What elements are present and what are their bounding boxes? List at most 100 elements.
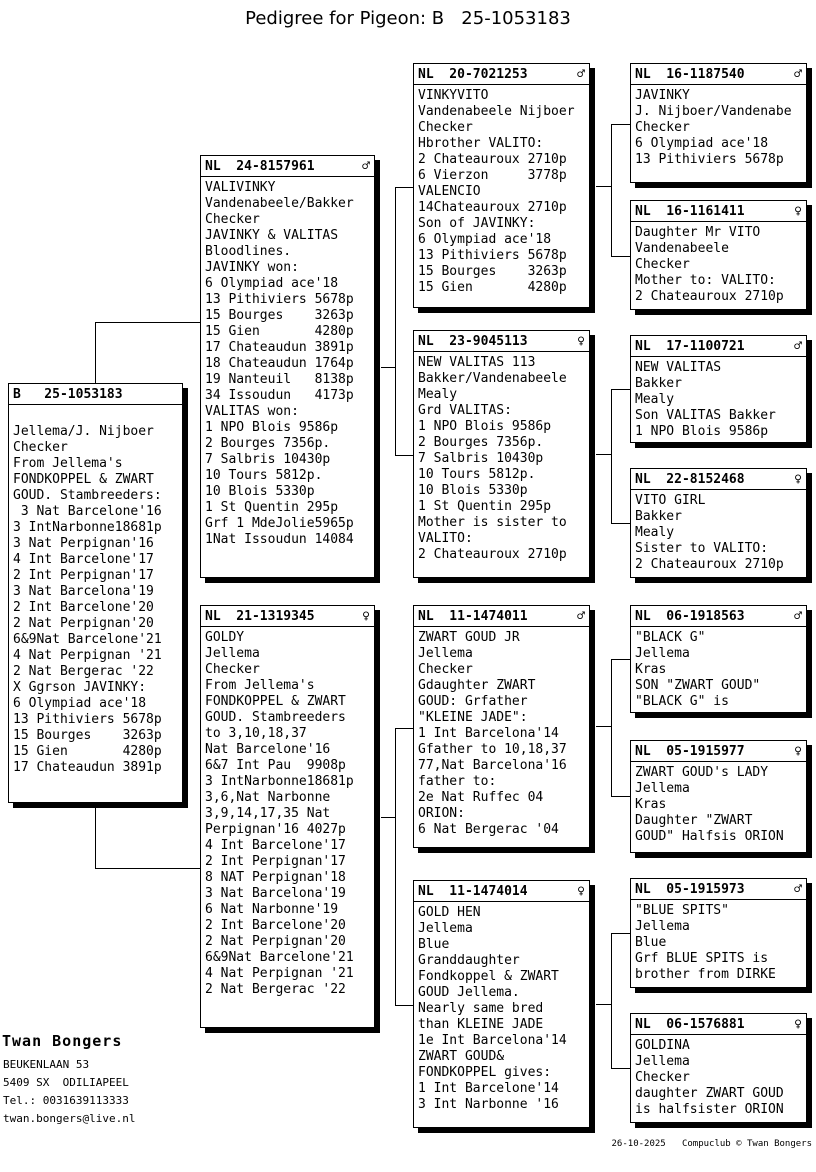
pedigree-box-dam-sire-dam: NL 05-1915977 ♀ ZWART GOUD's LADY Jellem… [630,740,807,853]
ring-number: NL 05-1915977 [635,744,745,759]
connector-line [395,187,396,456]
connector-line [395,728,396,1006]
pedigree-box-dam: NL 21-1319345 ♀ GOLDY Jellema Checker Fr… [200,605,375,1028]
box-header: NL 05-1915973 ♂ [631,879,806,900]
female-icon: ♀ [794,472,802,487]
box-header: NL 23-9045113 ♀ [414,331,589,352]
pigeon-details: "BLACK G" Jellema Kras SON "ZWART GOUD" … [635,630,761,709]
pigeon-details: ZWART GOUD JR Jellema Checker Gdaughter … [418,630,567,837]
connector-line [381,367,395,368]
box-header: NL 16-1187540 ♂ [631,64,806,85]
connector-line [596,1004,611,1005]
ring-number: NL 22-8152468 [635,472,745,487]
female-icon: ♀ [794,744,802,759]
ring-number: NL 24-8157961 [205,159,315,174]
connector-line [611,933,630,934]
box-header: NL 06-1918563 ♂ [631,606,806,627]
pigeon-details: VALIVINKY Vandenabeele/Bakker Checker JA… [205,180,354,547]
female-icon: ♀ [577,334,585,349]
ring-number: NL 23-9045113 [418,334,528,349]
female-icon: ♀ [794,204,802,219]
box-header: NL 20-7021253 ♂ [414,64,589,85]
pigeon-details: NEW VALITAS 113 Bakker/Vandenabeele Meal… [418,355,567,562]
pedigree-box-dam-dam: NL 11-1474014 ♀ GOLD HEN Jellema Blue Gr… [413,880,590,1128]
ring-number: NL 16-1187540 [635,67,745,82]
connector-line [381,817,395,818]
pigeon-details: GOLD HEN Jellema Blue Granddaughter Fond… [418,905,567,1112]
connector-line [611,389,630,390]
pedigree-box-dam-dam-dam: NL 06-1576881 ♀ GOLDINA Jellema Checker … [630,1013,807,1123]
connector-line [596,726,611,727]
connector-line [611,933,612,1069]
ring-number: NL 11-1474011 [418,609,528,624]
box-header: NL 24-8157961 ♂ [201,156,374,177]
ring-number: NL 11-1474014 [418,884,528,899]
connector-line [611,796,630,797]
pedigree-box-sire-dam-dam: NL 22-8152468 ♀ VITO GIRL Bakker Mealy S… [630,468,807,578]
ring-number: NL 16-1161411 [635,204,745,219]
male-icon: ♂ [794,609,802,624]
box-header: NL 22-8152468 ♀ [631,469,806,490]
connector-line [395,1005,413,1006]
male-icon: ♂ [577,609,585,624]
pedigree-box-sire-sire-dam: NL 16-1161411 ♀ Daughter Mr VITO Vandena… [630,200,807,310]
female-icon: ♀ [794,1017,802,1032]
owner-name: Twan Bongers [2,1032,123,1050]
box-header: NL 17-1100721 ♂ [631,336,806,357]
print-credit: 26-10-2025 Compuclub © Twan Bongers [611,1139,812,1149]
pedigree-box-dam-sire: NL 11-1474011 ♂ ZWART GOUD JR Jellema Ch… [413,605,590,848]
connector-line [95,802,96,868]
connector-line [611,124,630,125]
connector-line [95,868,200,869]
ring-number: NL 06-1918563 [635,609,745,624]
pigeon-details: JAVINKY J. Nijboer/Vandenabe Checker 6 O… [635,88,792,167]
ring-number: NL 05-1915973 [635,882,745,897]
male-icon: ♂ [794,67,802,82]
pedigree-box-dam-sire-sire: NL 06-1918563 ♂ "BLACK G" Jellema Kras S… [630,605,807,713]
connector-line [611,659,630,660]
ring-number: NL 20-7021253 [418,67,528,82]
male-icon: ♂ [362,159,370,174]
box-header: B 25-1053183 [9,384,182,405]
pedigree-box-sire-sire-sire: NL 16-1187540 ♂ JAVINKY J. Nijboer/Vande… [630,63,807,183]
pedigree-box-sire-dam-sire: NL 17-1100721 ♂ NEW VALITAS Bakker Mealy… [630,335,807,443]
connector-line [395,455,413,456]
box-header: NL 06-1576881 ♀ [631,1014,806,1035]
pigeon-details: VINKYVITO Vandenabeele Nijboer Checker H… [418,88,575,295]
ring-number: NL 06-1576881 [635,1017,745,1032]
pigeon-details: NEW VALITAS Bakker Mealy Son VALITAS Bak… [635,360,776,439]
box-header: NL 11-1474011 ♂ [414,606,589,627]
box-header: NL 16-1161411 ♀ [631,201,806,222]
connector-line [611,1068,630,1069]
connector-line [596,454,611,455]
box-header: NL 05-1915977 ♀ [631,741,806,762]
ring-number: NL 21-1319345 [205,609,315,624]
connector-line [611,256,630,257]
pigeon-details: GOLDY Jellema Checker From Jellema's FON… [205,630,354,997]
pigeon-details: Jellema/J. Nijboer Checker From Jellema'… [13,424,162,775]
connector-line [596,186,611,187]
page-title: Pedigree for Pigeon: B 25-1053183 [245,8,571,29]
pigeon-details: VITO GIRL Bakker Mealy Sister to VALITO:… [635,493,784,572]
pigeon-details: "BLUE SPITS" Jellema Blue Grf BLUE SPITS… [635,903,776,982]
pedigree-box-sire: NL 24-8157961 ♂ VALIVINKY Vandenabeele/B… [200,155,375,578]
ring-number: B 25-1053183 [13,387,123,402]
male-icon: ♂ [794,882,802,897]
male-icon: ♂ [577,67,585,82]
connector-line [611,523,630,524]
pigeon-details: Daughter Mr VITO Vandenabeele Checker Mo… [635,225,784,304]
connector-line [611,659,612,797]
owner-address: BEUKENLAAN 53 5409 SX ODILIAPEEL Tel.: 0… [3,1058,136,1125]
female-icon: ♀ [362,609,370,624]
pigeon-details: GOLDINA Jellema Checker daughter ZWART G… [635,1038,784,1117]
ring-number: NL 17-1100721 [635,339,745,354]
box-header: NL 21-1319345 ♀ [201,606,374,627]
connector-line [95,322,200,323]
connector-line [611,124,612,257]
pedigree-box-sire-sire: NL 20-7021253 ♂ VINKYVITO Vandenabeele N… [413,63,590,308]
connector-line [611,389,612,524]
pedigree-box-dam-dam-sire: NL 05-1915973 ♂ "BLUE SPITS" Jellema Blu… [630,878,807,988]
connector-line [95,322,96,384]
male-icon: ♂ [794,339,802,354]
